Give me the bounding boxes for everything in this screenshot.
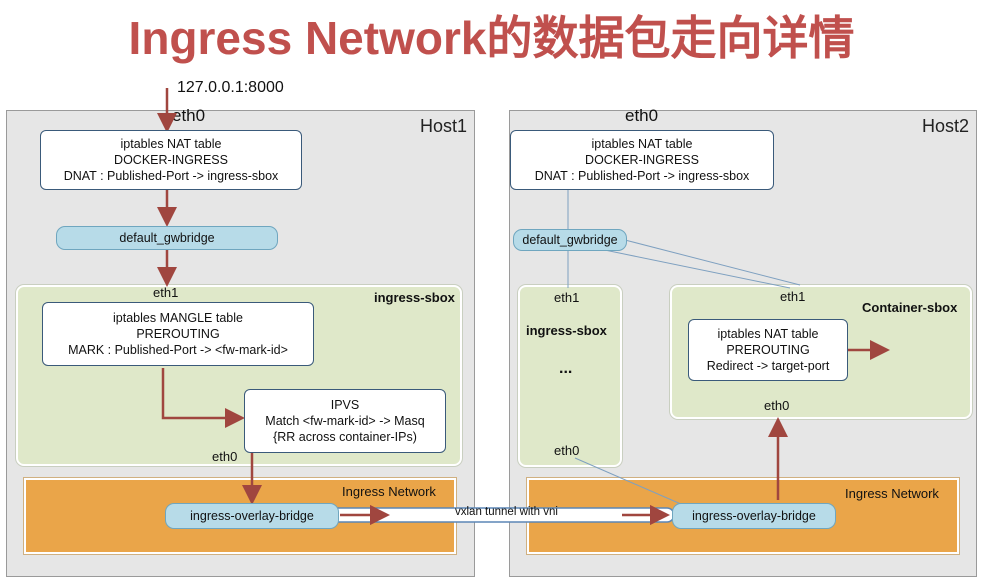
host1-ingress-sbox-label: ingress-sbox	[374, 290, 455, 305]
host1-mangle-line2: PREROUTING	[136, 327, 220, 341]
host1-nat-line2: DOCKER-INGRESS	[114, 153, 228, 167]
host1-ingress-network-label: Ingress Network	[342, 484, 436, 499]
host2-label: Host2	[922, 116, 970, 136]
host2-ingress-network-label: Ingress Network	[845, 486, 939, 501]
host1-ipvs-line1: IPVS	[330, 398, 360, 412]
container-nat-line1: iptables NAT table	[717, 327, 819, 341]
host1-sbox-eth0: eth0	[212, 449, 238, 464]
container-sbox-label: Container-sbox	[862, 300, 958, 315]
host2-nat-line1: iptables NAT table	[591, 137, 693, 151]
host1-nat-box: iptables NAT table DOCKER-INGRESS DNAT :…	[40, 130, 302, 190]
host2-sbox-label: ingress-sbox	[526, 323, 607, 338]
line-gw2-to-container	[589, 246, 791, 289]
host2-nat-line2: DOCKER-INGRESS	[585, 153, 699, 167]
host2-eth0-label: eth0	[625, 106, 659, 125]
entry-address: 127.0.0.1:8000	[177, 79, 284, 96]
host1-overlay-bridge: ingress-overlay-bridge	[165, 503, 339, 529]
host1-ipvs-line3: {RR across container-IPs)	[273, 430, 417, 444]
container-nat-line2: PREROUTING	[726, 343, 810, 357]
container-nat-box: iptables NAT table PREROUTING Redirect -…	[688, 319, 848, 381]
host2-sbox-eth1: eth1	[554, 290, 580, 305]
host2-nat-box: iptables NAT table DOCKER-INGRESS DNAT :…	[510, 130, 774, 190]
host2-sbox-dots: ...	[559, 360, 573, 377]
container-sbox-eth0: eth0	[764, 398, 790, 413]
page-title: Ingress Network的数据包走向详情	[128, 12, 855, 64]
host1-mangle-line3: MARK : Published-Port -> <fw-mark-id>	[68, 343, 288, 357]
host1-mangle-line1: iptables MANGLE table	[113, 311, 243, 325]
host1-eth0-label: eth0	[172, 106, 206, 125]
vxlan-tunnel-label: vxlan tunnel with vni	[455, 506, 558, 518]
host2-nat-line3: DNAT : Published-Port -> ingress-sbox	[534, 169, 750, 183]
container-sbox-eth1: eth1	[780, 289, 806, 304]
line-sbox2-to-overlay	[574, 457, 691, 509]
host1-label: Host1	[420, 116, 468, 136]
host1-nat-line1: iptables NAT table	[120, 137, 222, 151]
host1-ipvs-box: IPVS Match <fw-mark-id> -> Masq {RR acro…	[244, 389, 446, 453]
host2-ingress-sbox	[518, 285, 622, 467]
host1-ipvs-line2: Match <fw-mark-id> -> Masq	[265, 414, 425, 428]
host2-gwbridge: default_gwbridge	[513, 229, 627, 251]
line-gw2-to-container-2	[624, 239, 801, 286]
host1-mangle-box: iptables MANGLE table PREROUTING MARK : …	[42, 302, 314, 366]
host1-sbox-eth1: eth1	[153, 285, 179, 300]
host1-gwbridge: default_gwbridge	[56, 226, 278, 250]
container-nat-line3: Redirect -> target-port	[706, 359, 830, 373]
host2-overlay-bridge: ingress-overlay-bridge	[672, 503, 836, 529]
host1-nat-line3: DNAT : Published-Port -> ingress-sbox	[63, 169, 279, 183]
host2-sbox-eth0: eth0	[554, 443, 580, 458]
arrow-mangle-to-ipvs	[161, 368, 245, 428]
